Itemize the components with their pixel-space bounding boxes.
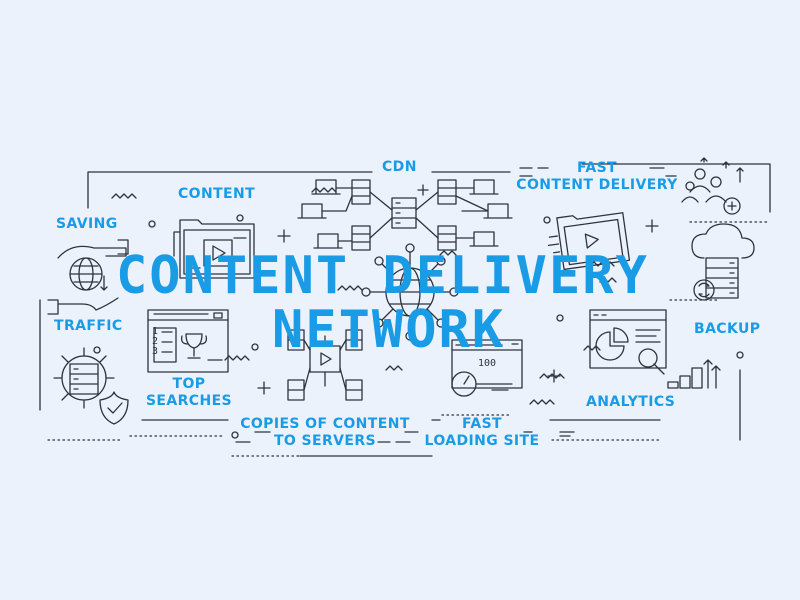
video-network-icon — [287, 329, 363, 401]
label-saving: SAVING — [56, 216, 118, 232]
speed-meter-icon — [451, 339, 523, 397]
decorative-dashes — [235, 167, 677, 443]
server-security-icon — [53, 347, 129, 425]
dotted-lines — [47, 221, 771, 457]
label-fast-content-delivery-line2: CONTENT DELIVERY — [516, 177, 678, 193]
team-growth-icon — [681, 157, 744, 215]
label-content: CONTENT — [178, 186, 256, 202]
fast-delivery-folder-icon — [547, 212, 631, 271]
label-copies-of-content: COPIES OF CONTENT TO SERVERS — [236, 416, 414, 450]
ranking-1: 1 — [152, 326, 159, 337]
plus-sign — [257, 184, 659, 395]
decorative-squiggles — [111, 187, 617, 405]
speed-meter-value: 100 — [478, 358, 497, 369]
network-servers-icon — [297, 179, 513, 251]
main-title-line1: CONTENT DELIVERY — [116, 246, 649, 306]
label-fast-content-delivery-line1: FAST — [576, 160, 618, 176]
label-fast-content-delivery: FAST CONTENT DELIVERY — [514, 160, 680, 194]
label-analytics: ANALYTICS — [586, 394, 676, 410]
label-copies-line2: TO SERVERS — [273, 433, 376, 449]
label-fast-loading-line2: LOADING SITE — [424, 433, 540, 449]
label-cdn: CDN — [382, 159, 417, 175]
label-copies-line1: COPIES OF CONTENT — [240, 416, 410, 432]
search-ranking-icon — [147, 309, 229, 373]
label-fast-loading-site: FAST LOADING SITE — [420, 416, 544, 450]
label-fast-loading-line1: FAST — [461, 416, 503, 432]
folder-video-icon — [173, 219, 255, 279]
hand-globe-icon — [47, 239, 129, 315]
main-title-line2: NETWORK — [272, 300, 506, 360]
label-top-searches: TOP SEARCHES — [142, 376, 236, 410]
label-traffic: TRAFFIC — [54, 318, 123, 334]
label-backup: BACKUP — [694, 321, 761, 337]
ranking-3: 3 — [152, 346, 159, 357]
small-circle — [93, 214, 744, 439]
analytics-report-icon — [589, 309, 667, 375]
label-top-searches-line1: TOP — [172, 376, 206, 392]
globe-network-icon — [361, 243, 459, 341]
ranking-2: 2 — [152, 336, 159, 347]
growth-chart-icon — [667, 359, 721, 389]
cloud-backup-icon — [691, 223, 755, 301]
label-top-searches-line2: SEARCHES — [145, 393, 233, 409]
frame-lines — [39, 163, 771, 457]
